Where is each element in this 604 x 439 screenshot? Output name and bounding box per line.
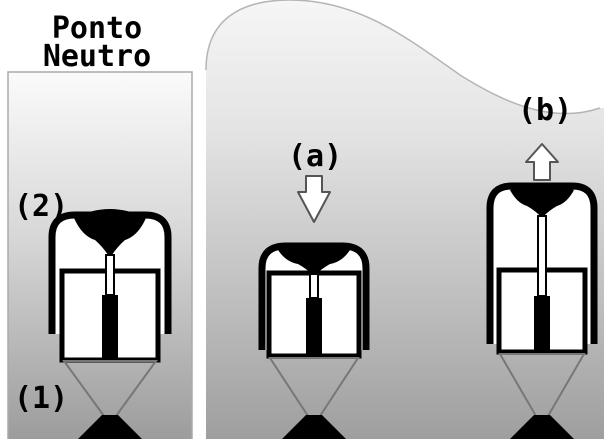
diver-sinking-nozzle [282,415,346,439]
down-arrow-icon [297,175,331,223]
diver-sinking [258,242,370,439]
label-2: (2) [14,189,69,224]
diver-sinking-rod [306,298,322,356]
water-surface-line [205,0,601,115]
diver-neutral-nozzle [78,415,142,439]
title-line-1: Ponto [51,11,143,46]
diver-neutral-rod [102,295,118,358]
up-arrow-icon [525,143,559,181]
diver-sinking-cap [278,243,350,276]
diver-neutral-stem [105,254,115,296]
diver-rising-nozzle [510,415,574,439]
diver-neutral [48,209,172,439]
diver-rising-cap [510,183,574,218]
diver-rising-rod [534,296,550,352]
diver-sinking-stem [309,273,319,299]
label-b: (b) [518,93,573,128]
title-line-2: Neutro [42,39,152,74]
label-a: (a) [288,139,343,174]
diver-rising-stem [537,215,547,297]
label-1: (1) [14,381,69,416]
diver-neutral-cap [74,209,146,258]
diver-rising [486,182,598,439]
